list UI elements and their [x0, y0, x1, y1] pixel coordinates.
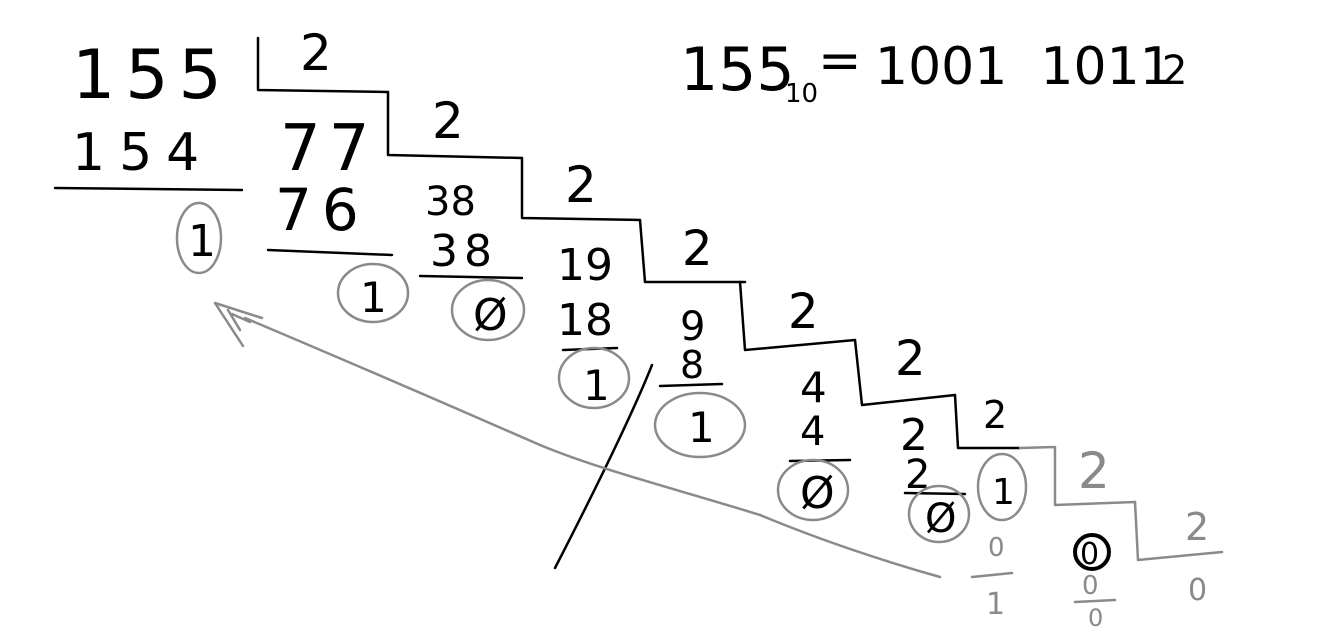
divisor: 2	[565, 156, 597, 214]
result-equals: =	[818, 31, 862, 91]
quotient: 0	[1188, 573, 1207, 608]
remainder: 1	[986, 587, 1005, 622]
remainder: Ø	[800, 468, 835, 519]
result-base-subscript: 10	[785, 79, 818, 109]
division-bracket	[1133, 500, 1224, 562]
product: 76	[275, 176, 369, 244]
remainder: 1	[188, 216, 216, 267]
division-bracket	[256, 36, 390, 94]
product: 38	[430, 226, 498, 277]
product: 0	[988, 533, 1005, 563]
remainder-circle	[175, 201, 223, 275]
quotient: 19	[557, 240, 613, 291]
quotient: 0	[1080, 537, 1099, 572]
quotient: 77	[280, 112, 377, 186]
result-base-value: 155	[680, 35, 795, 105]
subtraction-line	[53, 186, 244, 192]
result-binary-base: 2	[1162, 48, 1187, 94]
remainder: Ø	[925, 496, 956, 542]
result-equation: 155 10 = 1001 1011 2	[680, 31, 1187, 109]
subtraction-line	[970, 571, 1014, 579]
product: 18	[557, 295, 613, 346]
division-step-2: 76 2 38 1	[266, 90, 524, 324]
divisor: 2	[895, 331, 926, 387]
product: 0	[1082, 571, 1099, 601]
division-bracket	[386, 90, 524, 160]
product: 154	[72, 123, 213, 183]
divisor: 2	[432, 92, 464, 150]
division-bracket	[853, 338, 957, 407]
division-step-5: 8 2 4 1	[653, 280, 857, 459]
remainder: 1	[583, 361, 610, 410]
remainder: 0	[1088, 604, 1103, 632]
divisor: 2	[788, 284, 819, 340]
subtraction-line	[903, 491, 967, 496]
product: 4	[800, 409, 825, 455]
subtraction-line	[266, 248, 394, 257]
division-bracket	[953, 393, 1022, 450]
division-step-8: 2 0 1 0	[970, 442, 1137, 622]
subtraction-line	[418, 274, 524, 280]
result-binary: 1001 1011	[875, 37, 1173, 97]
quotient-circle	[1073, 533, 1111, 571]
division-bracket	[738, 280, 857, 352]
division-step-6: 4 2 2 Ø	[776, 331, 957, 522]
divisor: 2	[983, 393, 1007, 437]
division-step-1: 155 154 2 77 1	[53, 24, 390, 275]
subtraction-line	[1073, 598, 1117, 604]
separator-stroke	[553, 363, 654, 570]
divisor: 2	[300, 24, 332, 82]
division-bracket	[638, 218, 747, 284]
division-step-9: 2 0 0 0	[1073, 500, 1224, 632]
subtraction-line	[658, 382, 724, 388]
read-order-arrowhead	[213, 301, 264, 348]
division-bracket	[1018, 445, 1137, 507]
product: 2	[905, 452, 930, 498]
divisor: 2	[682, 221, 713, 277]
division-bracket	[520, 156, 642, 222]
division-step-7: 2 2 1 Ø	[903, 393, 1028, 544]
quotient: 9	[680, 304, 705, 350]
product: 8	[680, 343, 704, 387]
division-step-3: 38 2 19 Ø	[418, 156, 642, 342]
remainder: 1	[360, 273, 387, 322]
divisor: 2	[1185, 505, 1209, 549]
remainder-circle	[653, 391, 747, 459]
remainder-circle	[907, 484, 971, 544]
divisor: 2	[1078, 442, 1110, 500]
dividend: 155	[72, 36, 232, 115]
remainder-circle	[776, 458, 850, 522]
quotient: 2	[900, 410, 928, 461]
remainder-circle	[450, 278, 526, 342]
remainder-circle	[336, 262, 410, 324]
read-order-arrow-line	[243, 316, 942, 579]
remainder: 1	[688, 403, 715, 452]
division-step-4: 18 2 9 1	[557, 218, 747, 410]
quotient: 38	[425, 179, 476, 225]
remainder: Ø	[473, 290, 508, 341]
quotient: 4	[800, 363, 827, 412]
quotient-circle	[976, 452, 1028, 522]
remainder-circle	[557, 346, 631, 410]
quotient: 1	[992, 472, 1015, 513]
